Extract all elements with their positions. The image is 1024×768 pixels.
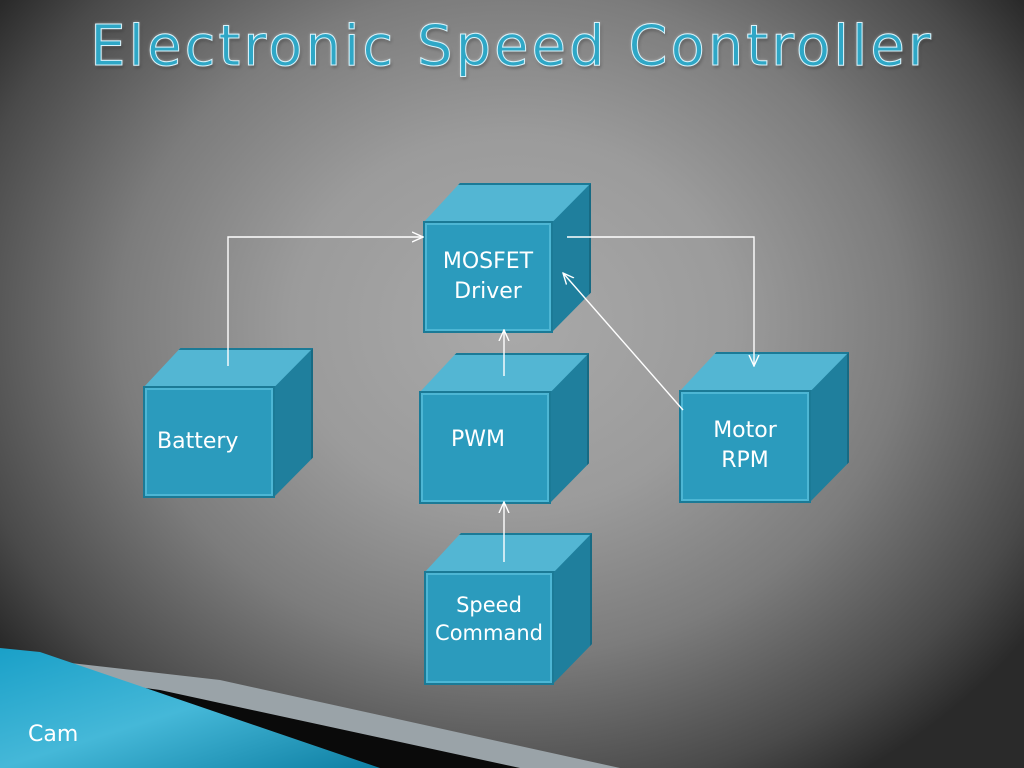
- node-motor-rpm: Motor RPM: [679, 352, 849, 503]
- edge-motor-to-mosfet: [563, 273, 684, 411]
- node-battery: Battery: [143, 348, 313, 498]
- edge-battery-to-mosfet: [227, 237, 423, 366]
- node-speed-command: Speed Command: [424, 533, 592, 685]
- node-mosfet-driver: MOSFET Driver: [423, 183, 591, 333]
- node-speed-command-label: Speed Command: [424, 571, 554, 685]
- node-pwm: PWM: [419, 353, 589, 504]
- swoosh-teal-band: [0, 648, 380, 768]
- node-motor-rpm-label: Motor RPM: [679, 390, 811, 503]
- slide-title: Electronic Speed Controller: [90, 14, 934, 80]
- node-pwm-label: PWM: [419, 391, 551, 504]
- edge-mosfet-to-motor: [567, 236, 754, 366]
- node-mosfet-driver-label: MOSFET Driver: [423, 221, 553, 333]
- node-battery-label: Battery: [143, 386, 275, 498]
- footer-label: Cam: [28, 722, 79, 747]
